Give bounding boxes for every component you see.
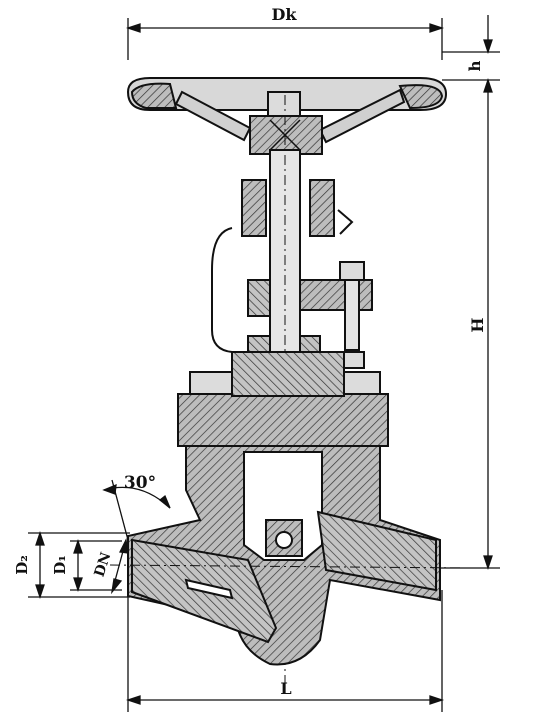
bonnet <box>177 351 389 447</box>
label-angle: 30° <box>124 473 156 493</box>
label-l: L <box>280 679 291 698</box>
gland-bolt <box>189 261 381 395</box>
label-dn: DN <box>92 550 115 579</box>
label-h-small: h <box>466 60 484 71</box>
label-dk: Dk <box>272 5 298 24</box>
label-d1: D₁ <box>51 555 69 575</box>
dimension-lines <box>28 15 500 712</box>
label-h-big: H <box>468 317 487 332</box>
label-d2: D₂ <box>13 555 31 575</box>
dimension-labels: Dk h H 30° D₂ D₁ DN L <box>13 5 487 698</box>
valve-disc <box>265 519 303 557</box>
stem-nut <box>249 91 323 155</box>
